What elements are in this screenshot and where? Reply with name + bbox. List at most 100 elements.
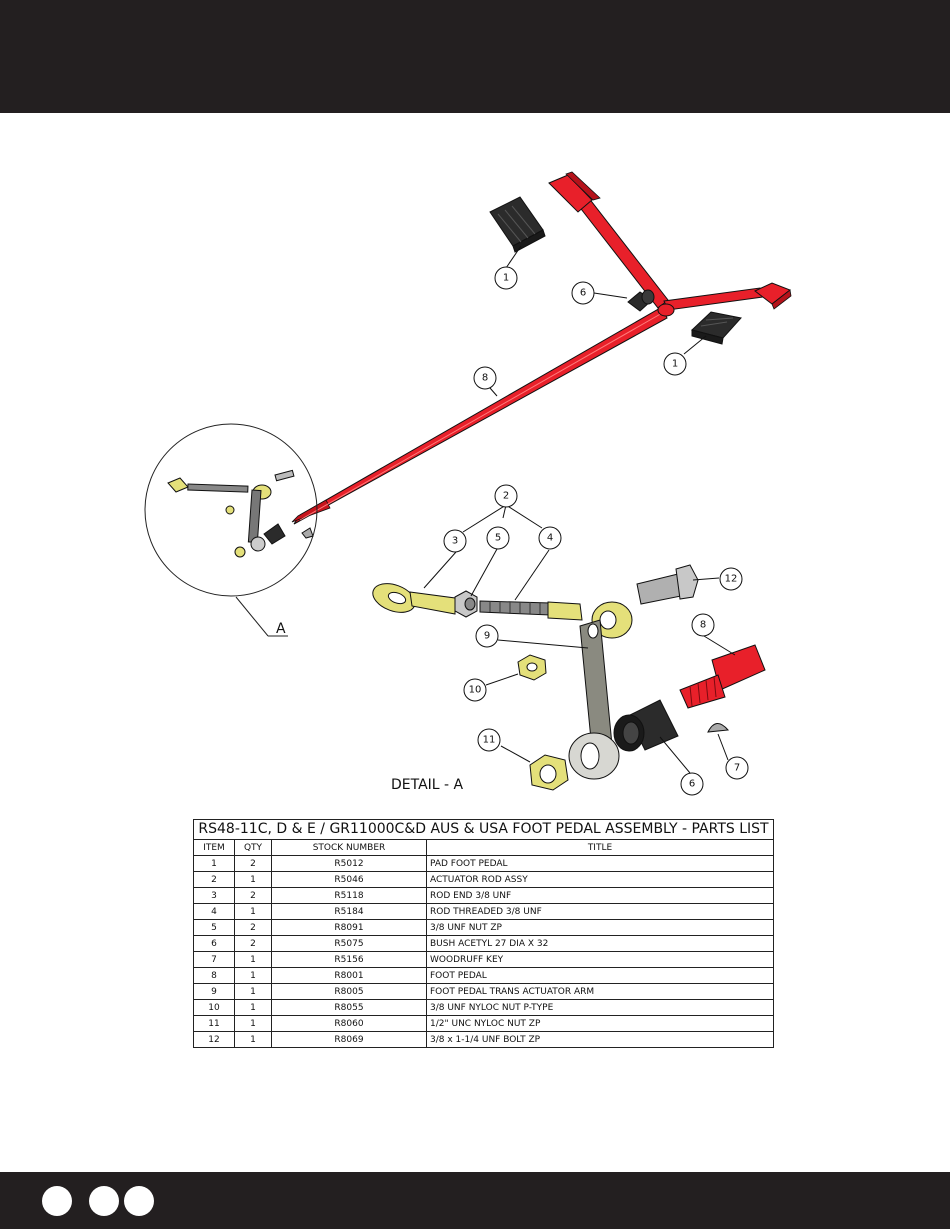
cell-item: 8 xyxy=(193,967,235,984)
footer-band xyxy=(0,1172,950,1229)
cell-item: 5 xyxy=(193,919,235,936)
cell-stock-number: R8060 xyxy=(271,1015,427,1032)
svg-text:10: 10 xyxy=(469,685,482,696)
cell-title: FOOT PEDAL TRANS ACTUATOR ARM xyxy=(426,983,774,1000)
cell-stock-number: R8091 xyxy=(271,919,427,936)
footer-dot-3[interactable] xyxy=(124,1186,154,1216)
svg-text:3: 3 xyxy=(452,536,458,547)
callout-balloon: 3 xyxy=(443,529,467,553)
cell-qty: 1 xyxy=(234,999,272,1016)
foot-pedal-detail xyxy=(679,644,766,709)
cell-item: 7 xyxy=(193,951,235,968)
cell-title: 3/8 UNF NUT ZP xyxy=(426,919,774,936)
cell-qty: 2 xyxy=(234,919,272,936)
cell-title: BUSH ACETYL 27 DIA X 32 xyxy=(426,935,774,952)
cell-title: 3/8 UNF NYLOC NUT P-TYPE xyxy=(426,999,774,1016)
callout-balloon: 6 xyxy=(680,772,704,796)
callout-balloon: 10 xyxy=(463,678,487,702)
callout-balloon: 7 xyxy=(725,756,749,780)
svg-text:12: 12 xyxy=(725,574,738,585)
nyloc-nut-3-8 xyxy=(517,654,547,681)
detail-title: DETAIL - A xyxy=(391,777,464,793)
nyloc-nut-1-2 xyxy=(529,754,569,791)
cell-qty: 1 xyxy=(234,871,272,888)
cell-qty: 1 xyxy=(234,951,272,968)
cell-title: ROD THREADED 3/8 UNF xyxy=(426,903,774,920)
foot-pedal-rod xyxy=(291,306,668,525)
callout-balloon: 8 xyxy=(691,613,715,637)
cell-qty: 2 xyxy=(234,855,272,872)
cell-stock-number: R5075 xyxy=(271,935,427,952)
svg-text:2: 2 xyxy=(503,491,509,502)
cell-stock-number: R5012 xyxy=(271,855,427,872)
bush-upper xyxy=(627,289,655,312)
cell-stock-number: R5118 xyxy=(271,887,427,904)
svg-text:1: 1 xyxy=(672,359,678,370)
cell-title: ROD END 3/8 UNF xyxy=(426,887,774,904)
svg-text:1: 1 xyxy=(503,273,509,284)
bolt-3-8-x-1-1-4 xyxy=(636,564,699,605)
svg-text:8: 8 xyxy=(700,620,706,631)
cell-qty: 2 xyxy=(234,935,272,952)
cell-title: FOOT PEDAL xyxy=(426,967,774,984)
cell-qty: 1 xyxy=(234,1015,272,1032)
cell-stock-number: R5156 xyxy=(271,951,427,968)
parts-list-title: RS48-11C, D & E / GR11000C&D AUS & USA F… xyxy=(193,819,774,839)
pad-foot-pedal-right xyxy=(691,311,742,345)
cell-item: 3 xyxy=(193,887,235,904)
svg-text:7: 7 xyxy=(734,763,740,774)
cell-title: WOODRUFF KEY xyxy=(426,951,774,968)
svg-text:6: 6 xyxy=(689,779,695,790)
cell-item: 10 xyxy=(193,999,235,1016)
cell-qty: 2 xyxy=(234,887,272,904)
footer-dot-1[interactable] xyxy=(42,1186,72,1216)
foot-pedal-arm-upper xyxy=(548,171,669,309)
rod-threaded-3-8-unf xyxy=(479,600,551,616)
cell-qty: 1 xyxy=(234,967,272,984)
table-header-row: ITEM QTY STOCK NUMBER TITLE xyxy=(193,839,774,856)
foot-pedal-arm-right xyxy=(663,282,792,311)
cell-item: 4 xyxy=(193,903,235,920)
column-header-stock-number: STOCK NUMBER xyxy=(271,839,427,856)
cell-qty: 1 xyxy=(234,903,272,920)
callout-balloon: 2 xyxy=(494,484,518,508)
svg-text:8: 8 xyxy=(482,373,488,384)
header-band xyxy=(0,0,950,113)
cell-stock-number: R8055 xyxy=(271,999,427,1016)
svg-text:5: 5 xyxy=(495,533,501,544)
pedal-hub xyxy=(657,303,675,317)
footer-dot-2[interactable] xyxy=(89,1186,119,1216)
svg-text:11: 11 xyxy=(483,735,496,746)
column-header-item: ITEM xyxy=(193,839,235,856)
detail-view-label: A xyxy=(276,621,286,637)
column-header-title: TITLE xyxy=(426,839,774,856)
assembly-drawing: A xyxy=(144,171,792,796)
pad-foot-pedal-upper xyxy=(489,196,546,253)
rod-end-3-8-unf xyxy=(372,583,456,615)
nut-3-8-unf xyxy=(454,590,478,618)
callout-balloon: 6 xyxy=(571,281,595,305)
cell-qty: 1 xyxy=(234,983,272,1000)
detail-circle xyxy=(144,423,318,637)
cell-item: 1 xyxy=(193,855,235,872)
cell-stock-number: R8005 xyxy=(271,983,427,1000)
bush-acetyl xyxy=(613,699,679,752)
callout-balloon: 9 xyxy=(475,624,499,648)
cell-stock-number: R5184 xyxy=(271,903,427,920)
cell-title: ACTUATOR ROD ASSY xyxy=(426,871,774,888)
cell-item: 2 xyxy=(193,871,235,888)
cell-stock-number: R8069 xyxy=(271,1031,427,1048)
column-header-qty: QTY xyxy=(234,839,272,856)
callout-balloons: 1 6 1 8 2 3 5 4 12 9 8 10 11 7 6 xyxy=(443,266,749,796)
svg-text:4: 4 xyxy=(547,533,553,544)
cell-item: 9 xyxy=(193,983,235,1000)
callout-balloon: 4 xyxy=(538,526,562,550)
